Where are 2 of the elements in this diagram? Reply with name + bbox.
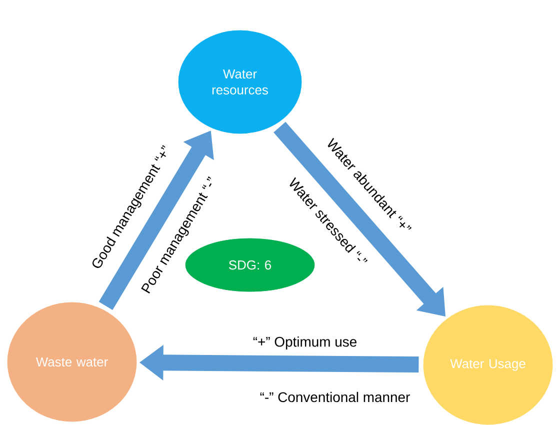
edge-label: “+” Optimum use <box>252 336 358 350</box>
arrow-note: “-” Conventional manner <box>258 390 412 404</box>
